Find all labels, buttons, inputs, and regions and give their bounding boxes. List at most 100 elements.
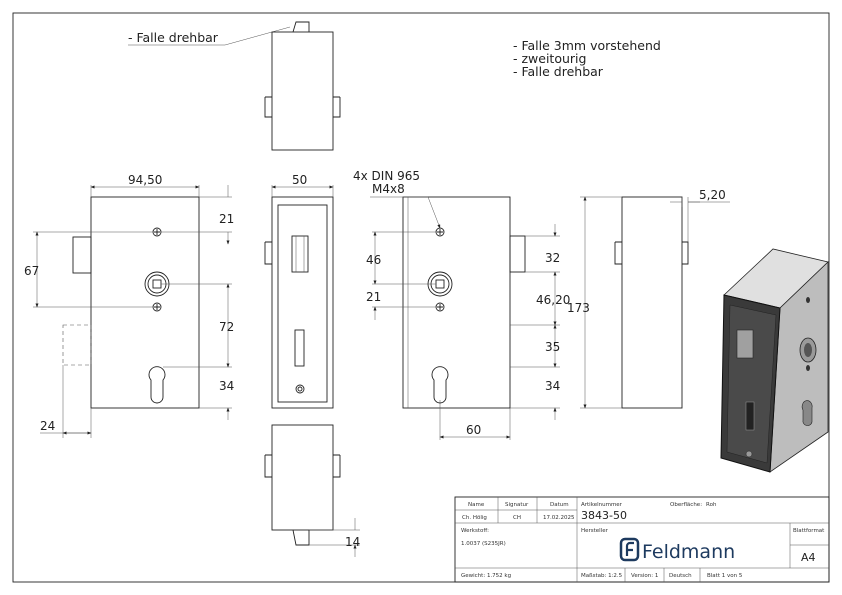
bottom-view: 14 — [264, 424, 360, 557]
drawing-label: Feldmann — [642, 541, 735, 563]
drawing-line — [806, 297, 810, 303]
keyhole-icon — [431, 366, 449, 404]
drawing-line — [455, 497, 829, 582]
drawing-label: 46,20 — [536, 293, 570, 307]
drawing-line — [509, 235, 526, 273]
drawing-line — [294, 329, 305, 367]
drawing-line — [271, 31, 334, 151]
drawing-line — [292, 529, 310, 546]
drawing-label: Blattformat — [793, 528, 825, 534]
drawing-line — [580, 196, 622, 409]
drawing-line — [292, 21, 310, 33]
drawing-label: Hersteller — [581, 528, 609, 534]
feldmann-logo: Feldmann — [619, 537, 735, 563]
drawing-line — [277, 204, 328, 403]
notes-list: - Falle 3mm vorstehend - zweitourig - Fa… — [513, 38, 661, 79]
note-falle-drehbar: - Falle drehbar — [128, 26, 291, 46]
drawing-label: 3843-50 — [581, 509, 627, 522]
drawing-line — [726, 304, 777, 464]
drawing-line — [264, 454, 341, 478]
drawing-label: 21 — [366, 290, 381, 304]
drawing-line — [624, 568, 701, 582]
drawing-label: 60 — [466, 423, 481, 437]
drawing-line — [161, 196, 232, 233]
drawing-line — [372, 231, 436, 308]
drawing-line — [402, 196, 511, 409]
drawing-border — [12, 12, 830, 583]
drawing-line — [736, 329, 754, 359]
drawing-label: Blatt 1 von 5 — [707, 573, 743, 579]
drawing-line — [271, 424, 334, 531]
isometric-view — [720, 248, 829, 473]
drawing-line — [291, 235, 309, 273]
drawing-label: 32 — [545, 251, 560, 265]
title-block: Name Signatur Datum Ch. Hölig CH 17.02.2… — [454, 496, 830, 583]
drawing-label: Oberfläche: — [670, 502, 702, 508]
drawing-line — [437, 304, 443, 310]
drawing-label: 21 — [219, 212, 234, 226]
drawing-line — [614, 241, 689, 265]
drawing-label: Werkstoff: — [461, 528, 489, 534]
drawing-label: 17.02.2025 — [543, 515, 575, 521]
drawing-line — [264, 96, 341, 118]
drawing-line — [437, 229, 443, 235]
drawing-label: 94,50 — [128, 173, 162, 187]
drawing-line — [804, 343, 812, 357]
keyhole-icon — [148, 366, 166, 404]
drawing-label: A4 — [801, 551, 816, 564]
drawing-line — [271, 185, 334, 197]
drawing-label: - Falle drehbar — [513, 64, 604, 79]
drawing-line — [454, 496, 830, 583]
front-plate-view: 50 — [264, 173, 334, 409]
drawing-line — [271, 196, 334, 409]
drawing-label: - Falle 3mm vorstehend — [513, 38, 661, 53]
drawing-label: Maßstab: 1:2.5 — [581, 573, 623, 579]
drawing-line — [154, 304, 160, 310]
drawing-label: 24 — [40, 419, 55, 433]
drawing-label: 34 — [219, 379, 234, 393]
drawing-line — [621, 196, 683, 409]
drawing-line — [154, 229, 160, 235]
drawing-label: 46 — [366, 253, 381, 267]
drawing-line — [295, 384, 305, 394]
drawing-label: 67 — [24, 264, 39, 278]
drawing-label: Version: 1 — [631, 573, 658, 579]
drawing-label: 1.0037 (S235JR) — [461, 541, 506, 547]
drawing-label: 72 — [219, 320, 234, 334]
front-view: 4x DIN 965 M4x8 46 21 32 46,20 35 34 60 — [353, 169, 570, 440]
drawing-label: Datum — [550, 502, 569, 508]
drawing-label: Gewicht: 1.752 kg — [461, 573, 511, 579]
drawing-label: Deutsch — [669, 573, 692, 579]
drawing-line — [619, 537, 640, 562]
drawing-line — [745, 401, 755, 431]
drawing-label: 50 — [292, 173, 307, 187]
drawing-line — [72, 236, 92, 274]
drawing-label: CH — [513, 515, 521, 521]
drawing-line — [370, 196, 441, 229]
drawing-line — [625, 541, 634, 556]
drawing-label: Signatur — [505, 502, 529, 508]
drawing-line — [681, 197, 689, 242]
back-view: 94,50 21 67 72 34 24 — [24, 173, 234, 438]
drawing-line — [439, 400, 511, 440]
drawing-label: - zweitourig — [513, 51, 586, 66]
drawing-line — [90, 196, 200, 409]
side-view: 173 5,20 — [567, 188, 730, 409]
drawing-label: - Falle drehbar — [128, 30, 219, 45]
drawing-label: Name — [468, 502, 485, 508]
drawing-label: 14 — [345, 535, 360, 549]
drawing-label: 35 — [545, 340, 560, 354]
drawing-line — [264, 241, 272, 265]
drawing-line — [297, 386, 303, 392]
drawing-label: 5,20 — [699, 188, 726, 202]
drawing-label: 4x DIN 965 — [353, 169, 420, 183]
drawing-line — [801, 400, 813, 426]
drawing-line — [62, 324, 92, 366]
drawing-line — [33, 231, 153, 308]
screw-callout: 4x DIN 965 M4x8 — [353, 169, 441, 229]
drawing-line — [295, 236, 305, 272]
top-view — [264, 21, 341, 151]
drawing-label: Roh — [706, 502, 717, 508]
drawing-label: Ch. Hölig — [462, 515, 487, 521]
